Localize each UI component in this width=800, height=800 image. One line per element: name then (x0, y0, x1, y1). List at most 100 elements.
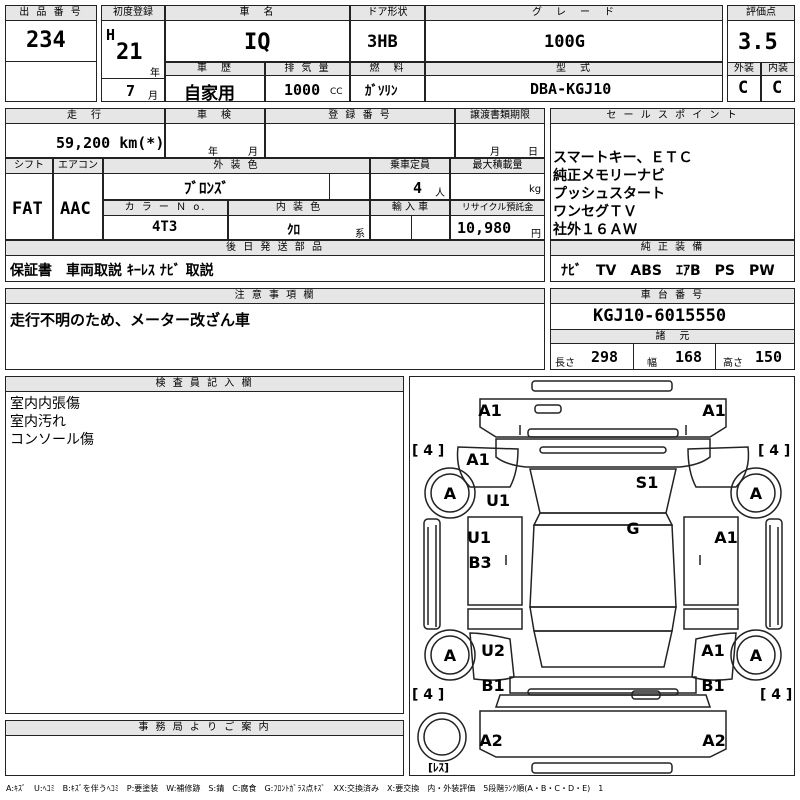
grade-header: グ レ ー ド (426, 6, 722, 21)
roof (529, 524, 677, 608)
max-load-cell: 最大積載量 kg (450, 158, 545, 200)
chassis-cell: 車 台 番 号 KGJ10-6015550 諸 元 長さ 298 幅 168 高… (550, 288, 795, 370)
capacity-header: 乗車定員 (371, 159, 449, 174)
ext-color-cell: 外 装 色 ﾌﾞﾛﾝｽﾞ (103, 158, 370, 200)
recycle-header: リサイクル預託金 (451, 201, 544, 216)
car-diagram: A1 A1 A1 S1 U1 G U1 B3 A1 U2 A1 B1 B1 A2… (412, 380, 792, 774)
history-header: 車 歴 (166, 63, 264, 76)
rear-glass (533, 630, 673, 668)
dimensions-header: 諸 元 (551, 329, 794, 344)
car-name-value: IQ (244, 30, 271, 55)
damage-mark: A1 (714, 528, 738, 547)
front-bumper-top (531, 380, 673, 392)
shift-header: シフト (6, 159, 52, 174)
chassis-header: 車 台 番 号 (551, 289, 794, 304)
damage-mark: A2 (479, 731, 503, 750)
door-cell: ドア形状 3HB (350, 5, 425, 62)
max-load-header: 最大積載量 (451, 159, 544, 174)
first-reg-header: 初度登録 (102, 6, 164, 21)
inspector-note: コンソール傷 (10, 432, 94, 448)
interior-grade-value: C (772, 78, 783, 98)
fuel-header: 燃 料 (351, 63, 424, 76)
wheel-rear-right (730, 629, 782, 681)
max-load-unit: kg (529, 184, 542, 195)
spare-label: [ﾚｽ] (428, 761, 449, 774)
rating-header: 評価点 (728, 6, 794, 21)
grade-value: 100G (544, 32, 585, 52)
car-name-header: 車 名 (166, 6, 349, 21)
sales-points-header: セ ー ル ス ポ イ ン ト (551, 109, 794, 124)
damage-mark: G (626, 519, 639, 538)
shift-value: FAT (12, 199, 43, 219)
height-value: 150 (755, 348, 783, 366)
lot-no-value: 234 (26, 28, 66, 53)
damage-mark: U2 (481, 641, 505, 660)
tire-depth-rear-left: [ 4 ] (412, 687, 444, 703)
sales-point: スマートキー、ＥＴＣ (553, 150, 693, 166)
inspection-header: 車 検 (166, 109, 264, 124)
lot-no-cell: 出 品 番 号 234 (5, 5, 97, 102)
exterior-grade-value: C (738, 78, 749, 98)
sales-points-list: スマートキー、ＥＴＣ 純正メモリーナビ プッシュスタート ワンセグＴＶ 社外１６… (553, 149, 692, 239)
later-parts-value: 保証書 車両取説 ｷｰﾚｽ ﾅﾋﾞ 取説 (10, 263, 214, 279)
aircon-cell: エアコン AAC (53, 158, 103, 240)
import-header: 輸 入 車 (371, 201, 449, 216)
left-front-fender (456, 446, 519, 488)
registration-cell: 登 録 番 号 (265, 108, 455, 158)
caution-value: 走行不明のため、メーター改ざん車 (10, 311, 251, 329)
import-cell: 輸 入 車 (370, 200, 450, 240)
inspection-cell: 車 検 年 月 (165, 108, 265, 158)
door-value: 3HB (367, 32, 398, 52)
chassis-value: KGJ10-6015550 (593, 306, 727, 326)
right-door (683, 516, 739, 606)
width-label: 幅 (647, 358, 657, 369)
transfer-day: 日 (528, 147, 538, 158)
rear-bumper (479, 710, 727, 758)
damage-mark: S1 (636, 473, 659, 492)
damage-mark: U1 (486, 491, 510, 510)
wheel-label-fr: A (750, 484, 763, 503)
inspector-notes-list: 室内内張傷 室内汚れ コンソール傷 (10, 395, 94, 449)
legend-footer: A:ｷｽﾞ U:ﾍｺﾐ B:ｷｽﾞを伴うﾍｺﾐ P:要塗装 W:補修跡 S:錆 … (6, 784, 604, 793)
spare-tire (417, 712, 467, 762)
sales-points-cell: セ ー ル ス ポ イ ン ト スマートキー、ＥＴＣ 純正メモリーナビ プッシュ… (550, 108, 795, 240)
transfer-month: 月 (490, 147, 500, 158)
damage-mark: U1 (467, 528, 491, 547)
capacity-unit: 人 (435, 188, 445, 199)
tire-depth-front-right: [ 4 ] (758, 443, 790, 459)
recycle-unit: 円 (531, 229, 541, 240)
later-parts-header: 後 日 発 送 部 品 (6, 241, 544, 256)
mileage-cell: 走 行 59,200 km(*) (5, 108, 165, 158)
right-front-fender (687, 446, 750, 488)
interior-grade-cell: 内装 C (761, 62, 795, 102)
int-color-unit: 系 (355, 229, 365, 240)
month-value: 7 (126, 82, 136, 100)
left-door (467, 516, 523, 606)
recycle-cell: リサイクル預託金 10,980 円 (450, 200, 545, 240)
damage-mark: B1 (701, 676, 724, 695)
model-code-value: DBA-KGJ10 (530, 80, 612, 98)
model-code-cell: 型 式 DBA-KGJ10 (425, 62, 723, 102)
color-no-header: カ ラ ー Ｎ o. (104, 201, 227, 216)
mileage-header: 走 行 (6, 109, 164, 124)
width-value: 168 (675, 348, 703, 366)
registration-header: 登 録 番 号 (266, 109, 454, 124)
inspection-month: 月 (248, 147, 258, 158)
caution-cell: 注 意 事 項 欄 走行不明のため、メーター改ざん車 (5, 288, 545, 370)
damage-mark: A1 (702, 401, 726, 420)
lot-no-header: 出 品 番 号 (6, 6, 96, 21)
exterior-header: 外装 (728, 63, 760, 76)
sales-point: プッシュスタート (553, 186, 665, 202)
first-reg-cell: 初度登録 H 21 年 7 月 (101, 5, 165, 102)
capacity-cell: 乗車定員 4 人 (370, 158, 450, 200)
later-parts-cell: 後 日 発 送 部 品 保証書 車両取説 ｷｰﾚｽ ﾅﾋﾞ 取説 (5, 240, 545, 282)
wheel-label-rl: A (444, 646, 457, 665)
sales-point: 社外１６ＡＷ (553, 222, 637, 238)
damage-mark: A1 (701, 641, 725, 660)
wheel-label-rr: A (750, 646, 763, 665)
int-color-cell: 内 装 色 ｸﾛ 系 (228, 200, 370, 240)
damage-mark: A2 (702, 731, 726, 750)
year-unit: 年 (150, 68, 160, 79)
interior-header: 内装 (762, 63, 794, 76)
inspector-note: 室内汚れ (10, 414, 66, 430)
